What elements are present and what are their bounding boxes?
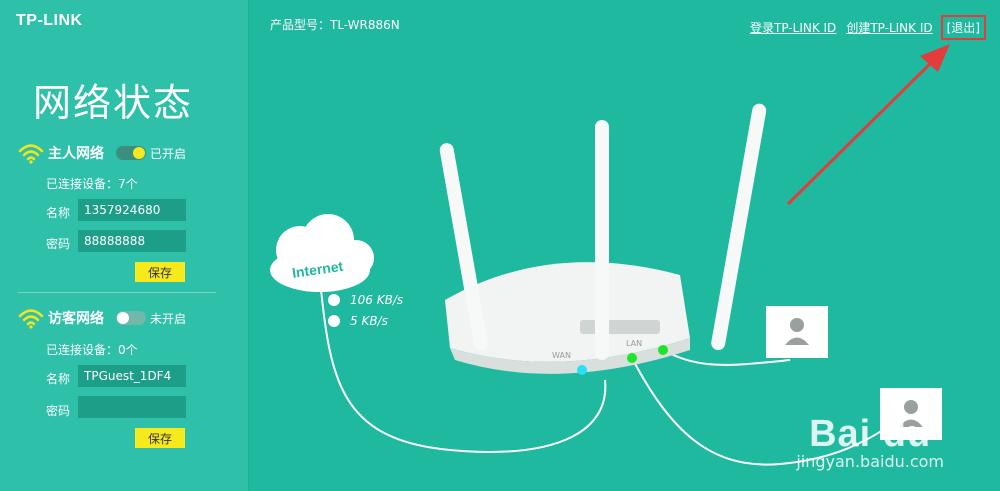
host-name-label: 名称 <box>46 206 71 220</box>
header-links: 登录TP-LINK ID 创建TP-LINK ID [退出] <box>750 15 986 40</box>
guest-network-status: 未开启 <box>150 311 187 326</box>
toggle-knob <box>133 147 145 159</box>
internet-cloud-icon <box>270 214 374 292</box>
lan-cable-2 <box>662 349 791 366</box>
baidu-url: jingyan.baidu.com <box>796 452 944 471</box>
router-icon <box>439 103 767 374</box>
section-divider <box>18 292 216 293</box>
login-tp-link-id-link[interactable]: 登录TP-LINK ID <box>750 21 837 35</box>
download-speed: 5 KB/s <box>350 314 388 328</box>
host-network-toggle[interactable] <box>116 146 146 160</box>
baidu-logo: Bai du <box>809 413 932 455</box>
guest-password-label: 密码 <box>46 404 71 418</box>
annotation-arrow-icon <box>786 44 950 206</box>
lan-cable-1 <box>631 357 901 466</box>
wifi-icon <box>18 309 44 329</box>
wan-status-dot <box>577 365 587 375</box>
client-device-icon <box>880 388 942 440</box>
guest-save-button[interactable]: 保存 <box>135 428 185 448</box>
product-model: 产品型号：TL-WR886N <box>270 18 400 32</box>
toggle-knob <box>117 312 129 324</box>
host-password-label: 密码 <box>46 237 71 251</box>
create-tp-link-id-link[interactable]: 创建TP-LINK ID <box>846 21 933 35</box>
host-save-button[interactable]: 保存 <box>135 262 185 282</box>
tp-link-logo: TP-LINK <box>16 12 83 29</box>
logout-highlight-box: [退出] <box>940 15 986 40</box>
lan-status-dot-1 <box>627 353 637 363</box>
guest-network-title: 访客网络 <box>48 311 104 327</box>
guest-network-header: 访客网络 未开启 <box>18 307 186 329</box>
host-network-title: 主人网络 <box>48 146 104 162</box>
host-name-input[interactable] <box>78 199 186 221</box>
guest-name-input[interactable] <box>78 365 186 387</box>
lan-port-label: LAN <box>626 339 642 348</box>
guest-password-input[interactable] <box>78 396 186 418</box>
network-diagram: Internet 106 KB/s 5 KB/s WAN LAN <box>270 103 942 466</box>
guest-network-toggle[interactable] <box>116 311 146 325</box>
guest-name-label: 名称 <box>46 372 71 386</box>
guest-connected-devices: 已连接设备：0个 <box>46 343 138 357</box>
host-network-status: 已开启 <box>150 146 187 161</box>
client-device-icon <box>766 306 828 358</box>
host-password-input[interactable] <box>78 230 186 252</box>
upload-arrow-icon <box>328 294 340 306</box>
page-title: 网络状态 <box>33 81 194 125</box>
baidu-watermark: Bai du jingyan.baidu.com <box>796 413 944 471</box>
upload-speed: 106 KB/s <box>350 293 403 307</box>
logout-link[interactable]: [退出] <box>946 21 980 35</box>
wan-cable <box>319 279 607 453</box>
host-connected-devices: 已连接设备：7个 <box>46 177 138 191</box>
download-arrow-icon <box>328 315 340 327</box>
wifi-icon <box>18 144 44 164</box>
internet-label: Internet <box>291 258 344 281</box>
sidebar: TP-LINK 网络状态 主人网络 已开启 已连接设备：7个 名称 密码 保存 <box>0 0 249 491</box>
wan-port-label: WAN <box>552 351 571 360</box>
host-network-header: 主人网络 已开启 <box>18 142 186 164</box>
lan-status-dot-2 <box>658 345 668 355</box>
